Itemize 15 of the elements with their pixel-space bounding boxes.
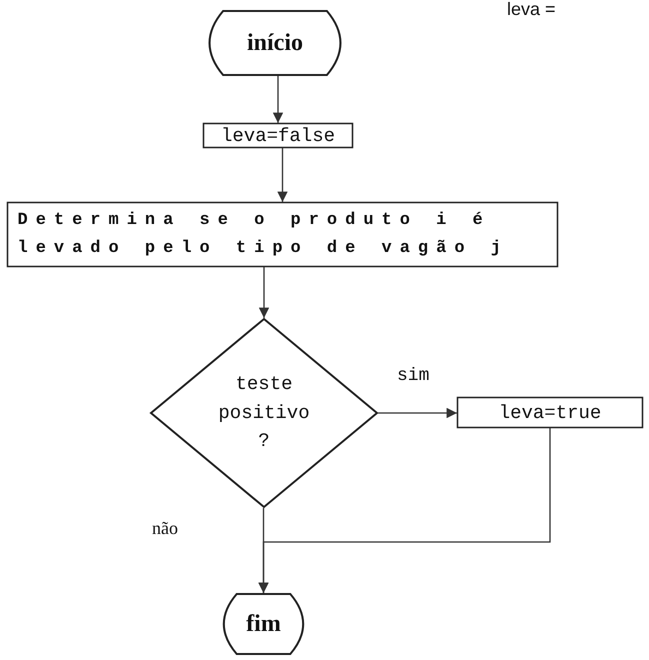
arrow <box>277 148 288 202</box>
process-box <box>457 397 643 428</box>
process-box <box>7 202 558 267</box>
node-text: teste positivo ? <box>217 372 311 454</box>
node-text: leva=true <box>498 402 602 424</box>
arrow <box>258 428 551 593</box>
arrow <box>272 76 284 123</box>
decision-diamond <box>150 318 378 508</box>
process-box <box>203 123 353 148</box>
node-text: leva=false <box>220 124 336 146</box>
arrow <box>258 267 270 318</box>
node-text: Determina se o produto i é levado pelo tipo de vagão j <box>18 210 510 260</box>
arrow <box>378 408 457 418</box>
node-text: início <box>246 30 303 56</box>
node-text: fim <box>246 610 281 638</box>
